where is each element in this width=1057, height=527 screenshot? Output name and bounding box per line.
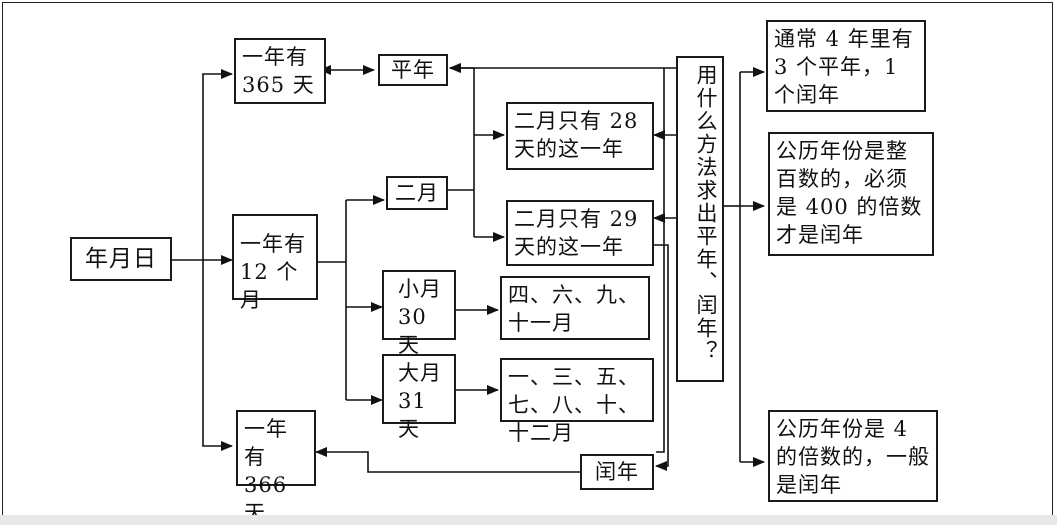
node-12-months: 一年有 12 个月 bbox=[232, 214, 318, 312]
node-small-month-list: 四、六、九、十一月 bbox=[500, 276, 650, 340]
arrow-leap-to-366 bbox=[315, 447, 580, 473]
node-leap-year: 闰年 bbox=[580, 454, 654, 490]
node-february: 二月 bbox=[386, 176, 448, 210]
arrow-feb29-to-leap-year bbox=[654, 244, 669, 471]
node-year-month-day: 年月日 bbox=[70, 237, 172, 281]
node-feb-29-year: 二月只有 29 天的这一年 bbox=[506, 200, 654, 266]
node-small-month: 小月 30 天 bbox=[382, 270, 456, 357]
cropped-text-strip bbox=[0, 515, 1057, 525]
arrow-root-to-365 bbox=[202, 69, 233, 260]
node-feb-28-year: 二月只有 28 天的这一年 bbox=[506, 102, 654, 170]
node-question: 用什么方法求出平年、闰年？ bbox=[676, 56, 724, 382]
node-common-year: 平年 bbox=[378, 54, 448, 86]
node-365-days: 一年有 365 天 bbox=[234, 38, 326, 104]
arrow-feb28-to-common-year bbox=[449, 63, 475, 135]
node-rule-4-years: 通常 4 年里有 3 个平年，1 个闰年 bbox=[766, 20, 926, 112]
line-question-bus bbox=[656, 67, 676, 453]
node-rule-divisible-by-4: 公历年份是 4 的倍数的，一般是闰年 bbox=[768, 410, 938, 502]
node-big-month: 大月 31 天 bbox=[382, 354, 456, 441]
node-366-days: 一年有 366 天 bbox=[236, 410, 316, 525]
node-rule-century: 公历年份是整百数的，必须是 400 的倍数才是闰年 bbox=[768, 132, 934, 256]
arrow-root-to-366 bbox=[202, 260, 233, 451]
node-big-month-list: 一、三、五、七、八、十、十二月 bbox=[500, 358, 654, 445]
